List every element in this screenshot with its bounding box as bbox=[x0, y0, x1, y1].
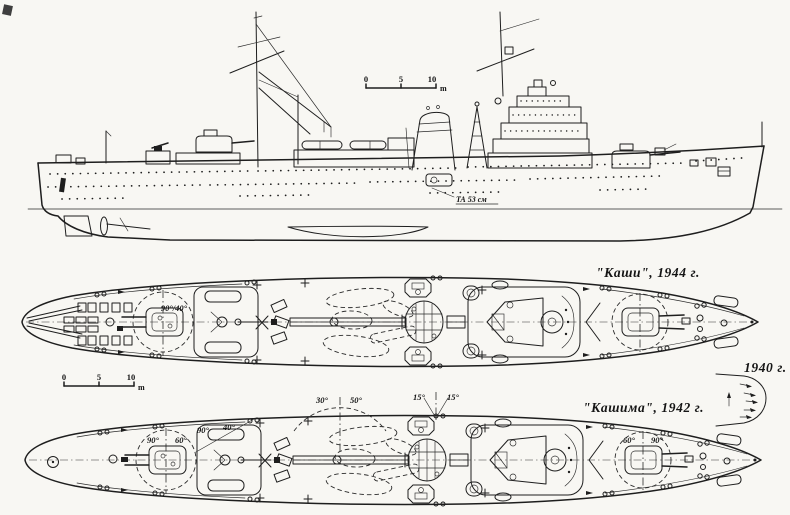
plan-view-kashii: 90°/40° "Каши", 1944 г. 0 5 10 m bbox=[21, 265, 759, 392]
underwater-gear bbox=[63, 215, 429, 238]
refit-detail-1940: 1940 г. bbox=[715, 360, 787, 427]
searchlight-tower bbox=[466, 101, 488, 169]
kashima-aft-arc-right: 60° bbox=[175, 435, 188, 445]
scale-0: 0 bbox=[62, 372, 66, 382]
profile-scale-bar: 0 5 10 m bbox=[364, 74, 447, 93]
kashii-title: "Каши", 1944 г. bbox=[596, 265, 700, 280]
tt-arc: 15° 15° bbox=[413, 392, 460, 422]
torpedo-note-label: ТА 53 см bbox=[456, 195, 487, 204]
scale-10: 10 bbox=[428, 74, 437, 84]
profile-hull bbox=[37, 145, 765, 242]
boat-deck bbox=[293, 137, 415, 168]
refit-outline bbox=[715, 373, 767, 427]
midship-arc: 30° 50° bbox=[293, 395, 387, 453]
scale-5: 5 bbox=[399, 74, 403, 84]
refit-1940-label: 1940 г. bbox=[744, 360, 787, 375]
profile-bridge bbox=[487, 79, 593, 169]
kashima-aa-arc-right: 40° bbox=[222, 422, 236, 432]
kashii-scale-bar: 0 5 10 m bbox=[62, 372, 145, 392]
kashima-fwd-arc-right: 90° bbox=[651, 435, 664, 445]
torpedo-tube-annotation: ТА 53 см bbox=[425, 173, 499, 205]
kashima-tt-arc-left: 15° bbox=[413, 392, 426, 402]
kashima-mid-arc-right: 50° bbox=[350, 395, 363, 405]
quarterdeck-boxes bbox=[63, 302, 133, 346]
scan-artifact bbox=[2, 4, 13, 16]
kashima-stern-fittings bbox=[47, 454, 128, 468]
kashii-aft-arc-label: 90°/40° bbox=[161, 303, 188, 313]
kashima-fwd-arc-left: 60° bbox=[623, 435, 636, 445]
foremast bbox=[476, 11, 540, 97]
plan-view-kashima: 90° 60° 90° 40° 30° 50° 15° 15° 60° 90° … bbox=[24, 392, 762, 507]
kashima-title: "Кашима", 1942 г. bbox=[583, 400, 704, 415]
mainmast-and-crane bbox=[229, 11, 332, 168]
profile-funnel bbox=[405, 105, 456, 171]
scale-unit: m bbox=[440, 84, 447, 93]
aa-arc-leader bbox=[195, 418, 255, 453]
kashima-tt-arc-right: 15° bbox=[447, 392, 460, 402]
scale-0: 0 bbox=[364, 74, 368, 84]
profile-deck-line bbox=[37, 145, 765, 164]
kashima-mid-arc-left: 30° bbox=[315, 395, 329, 405]
scale-unit: m bbox=[138, 383, 145, 392]
profile-aft-turret bbox=[175, 129, 255, 165]
kashima-aa-arc-left: 90° bbox=[197, 425, 210, 435]
profile-view: ТА 53 см bbox=[27, 11, 783, 242]
profile-forward-turret bbox=[611, 121, 763, 177]
kashima-aft-arc-left: 90° bbox=[147, 435, 160, 445]
scale-10: 10 bbox=[127, 372, 136, 382]
stern-fittings bbox=[55, 130, 171, 193]
refit-arrows bbox=[727, 383, 758, 419]
scale-5: 5 bbox=[97, 372, 101, 382]
porthole-rows bbox=[47, 157, 743, 200]
